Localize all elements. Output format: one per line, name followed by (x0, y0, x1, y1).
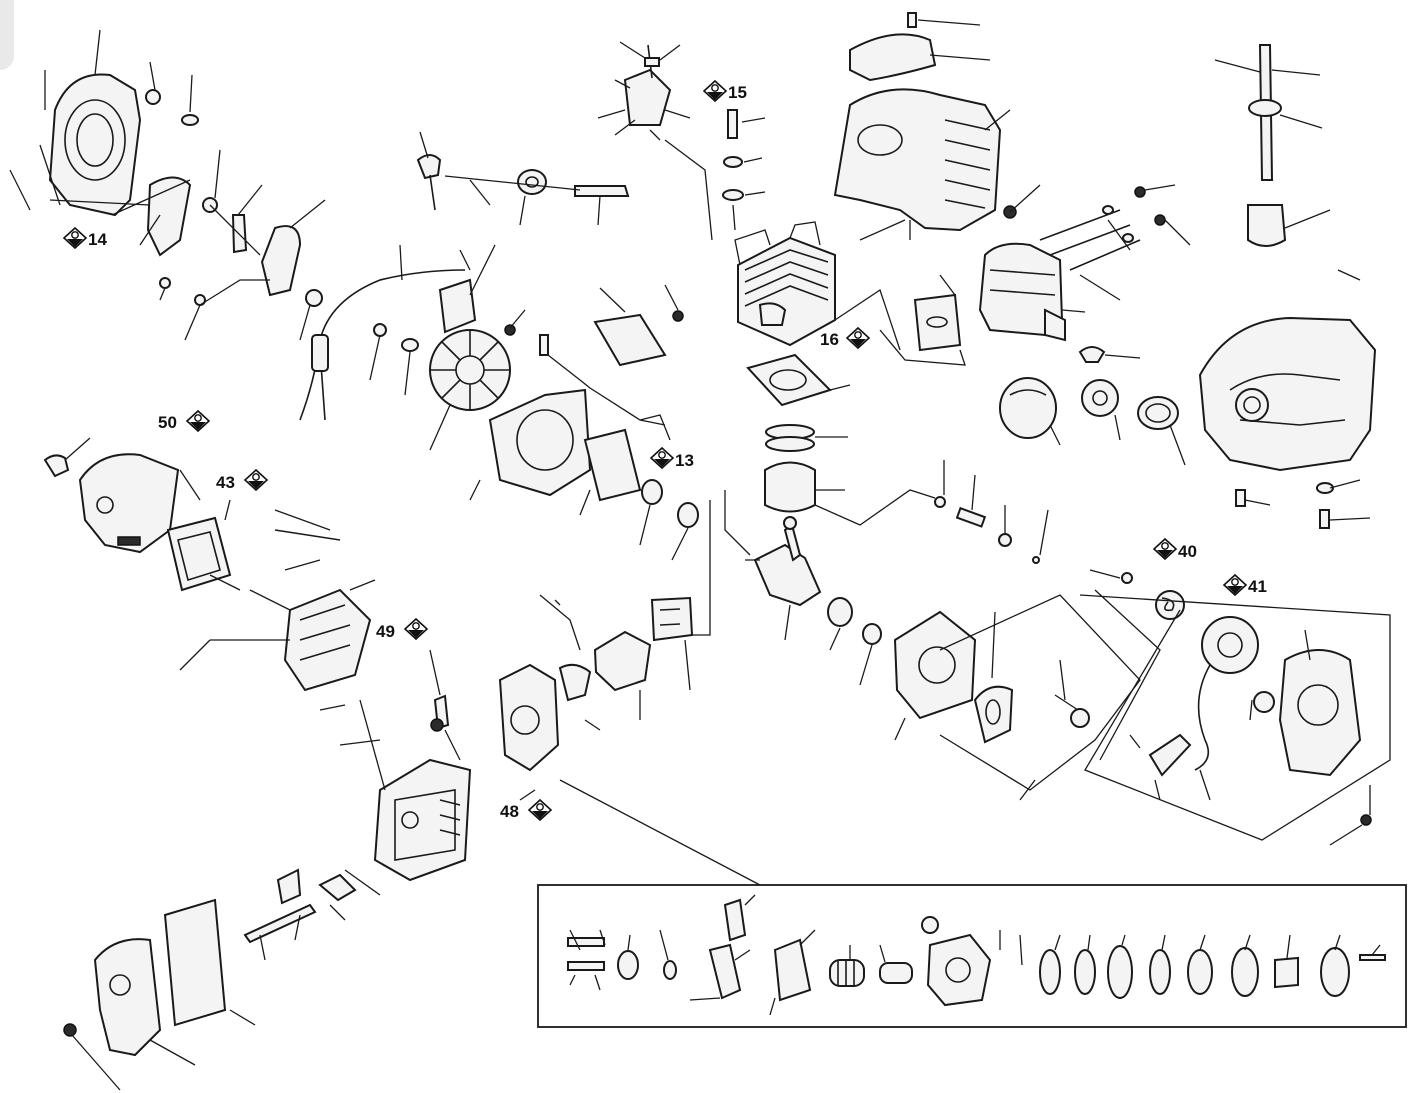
fuel-cap (999, 377, 1057, 439)
choke-lever (416, 154, 442, 180)
shroud-top (849, 33, 937, 82)
air-filter-group (43, 437, 376, 692)
callout-43: 43 (216, 469, 268, 492)
side-plate (163, 898, 227, 1027)
recoil-starter-group (1079, 569, 1391, 846)
fuel-tank (1198, 316, 1377, 472)
muffler-gasket (913, 293, 962, 352)
carburetor-group (319, 500, 711, 801)
cylinder-gasket (746, 353, 832, 407)
fan-housing-group (9, 29, 326, 341)
piston (764, 461, 816, 513)
pulley-cam (146, 176, 192, 257)
muffler-group (879, 184, 1191, 366)
carb-parts-row (567, 894, 1386, 1016)
corner-tab (0, 0, 14, 70)
recoil-pulley (1201, 616, 1259, 674)
starter-handle (1148, 733, 1192, 777)
clutch-shoe (973, 685, 1014, 744)
air-filter-base (283, 588, 372, 692)
callout-label: 40 (1178, 542, 1197, 561)
carburetor (498, 663, 560, 772)
callout-49: 49 (376, 618, 428, 641)
crankcase-plate (593, 313, 667, 367)
engine-block-group (63, 699, 761, 1091)
starter-cover (1278, 649, 1362, 777)
clutch-housing-group (893, 594, 1141, 801)
crankshaft-group (745, 516, 882, 686)
spring-clip (231, 214, 248, 254)
piston-group (724, 353, 1049, 564)
cylinder-bolts-group (722, 109, 766, 231)
insulator (558, 663, 592, 702)
engine-block (373, 758, 472, 882)
air-filter-cover (78, 453, 180, 554)
callout-41: 41 (1223, 574, 1267, 596)
callout-label: 43 (216, 473, 235, 492)
carb-body-detail (926, 933, 992, 1007)
callout-label: 15 (728, 83, 747, 102)
callout-48: 48 (500, 799, 552, 821)
crankshaft (753, 543, 822, 607)
crankcase-gasket (583, 428, 642, 502)
callout-label: 41 (1248, 577, 1267, 596)
air-filter-element (166, 516, 232, 592)
throttle-lever-group (416, 131, 630, 226)
crankcase-group (469, 284, 699, 561)
engine-shroud-group (833, 12, 1041, 241)
callout-label: 14 (88, 230, 107, 249)
carburetor-exploded-box (537, 884, 1407, 1028)
ignition-flywheel-group (299, 244, 526, 451)
crankcase-half (488, 388, 592, 497)
callout-14: 14 (63, 227, 107, 249)
callout-15: 15 (703, 80, 747, 102)
intake-manifold (593, 630, 652, 692)
callout-label: 13 (675, 451, 694, 470)
callout-label: 50 (158, 413, 177, 432)
callout-label: 16 (820, 330, 839, 349)
callout-50: 50 (158, 410, 210, 432)
throttle-shaft (574, 185, 630, 197)
cylinder-group (734, 221, 901, 351)
clutch-housing (893, 610, 977, 720)
callout-label: 49 (376, 622, 395, 641)
callout-40: 40 (1153, 538, 1197, 561)
callout-13: 13 (650, 447, 694, 470)
engine-shroud (833, 88, 1002, 232)
callout-label: 48 (500, 802, 519, 821)
fan-housing (48, 73, 142, 217)
shaft-seal (517, 169, 547, 195)
ignition-coil (438, 278, 477, 334)
engine-cover (93, 938, 162, 1057)
ratchet-pawl (260, 225, 302, 297)
bracket-15-group (597, 41, 713, 241)
callout-16: 16 (820, 327, 870, 349)
carburetor-parts-frame (537, 884, 1407, 1028)
fuel-tank-group (999, 44, 1377, 529)
muffler (978, 242, 1064, 337)
